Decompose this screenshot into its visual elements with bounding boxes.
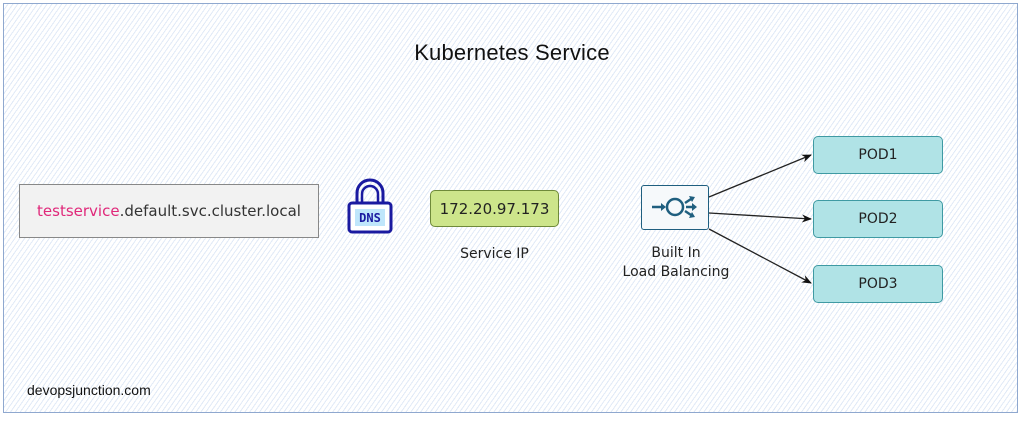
dns-name-box: testservice.default.svc.cluster.local — [19, 184, 319, 238]
load-balancer-box — [641, 185, 709, 230]
pod-1: POD1 — [813, 136, 943, 174]
load-balancer-icon — [652, 196, 697, 218]
dns-name-suffix: .default.svc.cluster.local — [119, 202, 301, 220]
footer-site-name: devopsjunction.com — [27, 382, 151, 398]
dns-lock-icon: DNS — [347, 177, 393, 235]
load-balancer-label: Built In Load Balancing — [622, 245, 730, 280]
pod-2: POD2 — [813, 200, 943, 238]
service-ip-label: Service IP — [460, 246, 529, 262]
service-ip-box: 172.20.97.173 — [430, 190, 559, 227]
dns-icon-label: DNS — [359, 211, 381, 225]
pod-3: POD3 — [813, 265, 943, 303]
arrow-to-pod2 — [708, 212, 812, 223]
arrow-to-pod1 — [708, 154, 812, 198]
diagram-title: Kubernetes Service — [414, 40, 610, 65]
arrow-to-pod3 — [708, 228, 812, 284]
service-name-highlight: testservice — [37, 202, 120, 220]
